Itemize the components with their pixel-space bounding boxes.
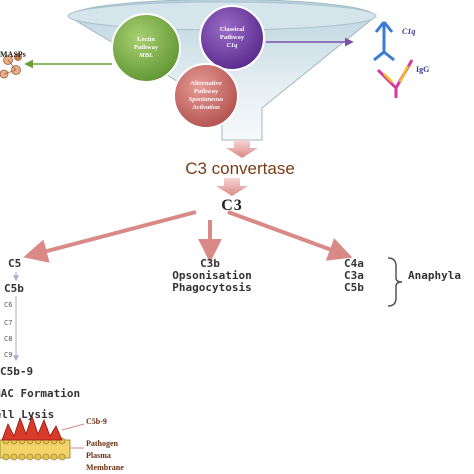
convertase-down-arrow bbox=[216, 178, 248, 196]
masps-label: MASPs bbox=[0, 50, 26, 59]
plasma-label: Plasma bbox=[86, 451, 111, 460]
arrow-to-c5 bbox=[23, 210, 197, 263]
alternative-line2: Pathway bbox=[193, 88, 219, 95]
c5b9-label: C5b-9 bbox=[0, 365, 34, 378]
c5b-label: C5b bbox=[4, 282, 24, 295]
c9-label: C9 bbox=[4, 351, 13, 359]
arrow-to-c4a bbox=[227, 210, 353, 261]
lectin-pathway-label: Lectin Pathway MBL bbox=[134, 36, 158, 60]
c1q-igg-icon bbox=[373, 21, 414, 98]
alternative-pathway-circle bbox=[173, 63, 239, 129]
pathogen-membrane-illustration bbox=[0, 414, 85, 461]
anaphylaxis-brace bbox=[387, 257, 403, 307]
classical-line2: Pathway bbox=[219, 34, 245, 41]
c7-label: C7 bbox=[4, 319, 13, 327]
c5-label: C5 bbox=[8, 257, 22, 270]
c8-label: C8 bbox=[4, 335, 13, 343]
alternative-line3: Spontaneous bbox=[188, 96, 224, 103]
igg-label: IgG bbox=[416, 65, 430, 74]
mac-formation-label: MAC Formation bbox=[0, 387, 81, 400]
classical-pathway-label: Classical Pathway C1q bbox=[220, 26, 245, 50]
phagocytosis-label: Phagocytosis bbox=[172, 281, 252, 294]
cell-lysis-label: Cell Lysis bbox=[0, 408, 55, 421]
funnel-down-arrow bbox=[226, 140, 258, 158]
lectin-line1: Lectin bbox=[137, 36, 155, 43]
alternative-line1: Alternative bbox=[190, 80, 222, 87]
pathogen-label: Pathogen bbox=[86, 439, 118, 448]
c3a-label: C3a bbox=[344, 269, 364, 282]
opsonisation-label: Opsonisation bbox=[172, 269, 252, 282]
membrane-label: Membrane bbox=[86, 463, 124, 472]
alternative-pathway-label: Alternative Pathway Spontaneous Activati… bbox=[189, 80, 224, 112]
c4a-label: C4a bbox=[344, 257, 364, 270]
c6-label: C6 bbox=[4, 301, 13, 309]
anaphylaxis-label: Anaphyla bbox=[408, 269, 461, 282]
lectin-pathway-circle bbox=[111, 13, 181, 83]
c3b-label: C3b bbox=[200, 257, 220, 270]
lectin-line3: MBL bbox=[138, 52, 154, 59]
masps-icon bbox=[0, 53, 22, 79]
membrane-c5b9-label: C5b-9 bbox=[86, 417, 107, 426]
lectin-line2: Pathway bbox=[133, 44, 159, 51]
c1q-label: C1q bbox=[402, 27, 416, 36]
classical-line1: Classical bbox=[219, 26, 245, 33]
c5b-right-label: C5b bbox=[344, 281, 364, 294]
c3-label: C3 bbox=[221, 197, 243, 214]
c3-convertase-label: C3 convertase bbox=[185, 159, 295, 178]
classical-pathway-circle bbox=[199, 5, 265, 71]
alternative-line4: Activation bbox=[192, 104, 220, 111]
classical-line3: C1q bbox=[226, 42, 238, 49]
